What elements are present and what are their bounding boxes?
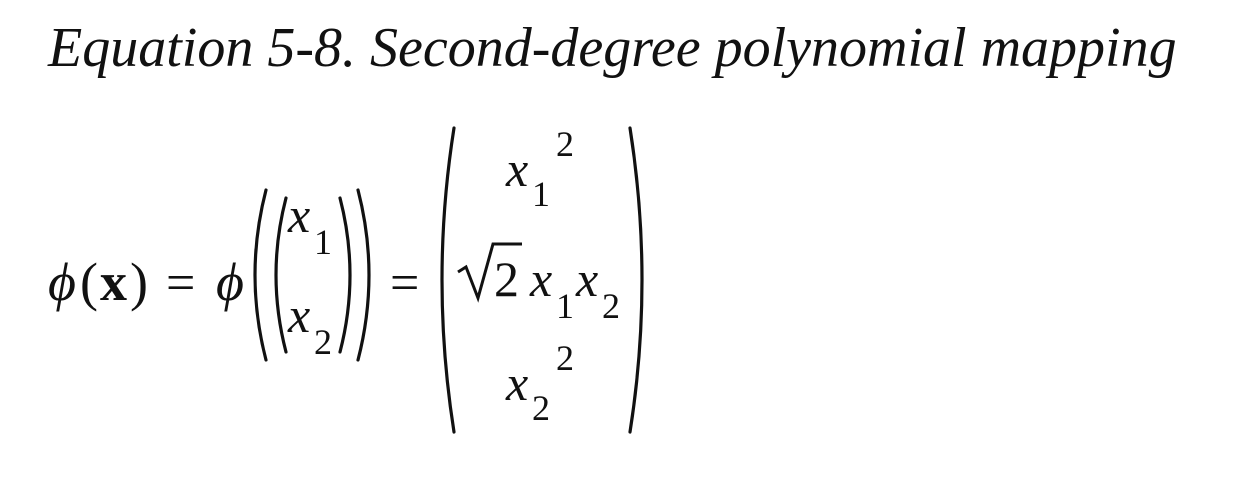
vector-entry-x1-base: x <box>287 187 310 243</box>
equation-caption: Equation 5-8. Second-degree polynomial m… <box>48 12 1177 84</box>
lhs-phi-symbol: ϕ <box>48 252 76 312</box>
rhs-row1-subscript: 1 <box>532 174 550 214</box>
equation-title: Second-degree polynomial mapping <box>369 17 1177 79</box>
rhs-row3-x-base: x <box>505 355 528 411</box>
lhs-vector-x: x <box>100 252 127 312</box>
rhs-row2-term1-subscript: 1 <box>556 286 574 326</box>
sqrt-radicand: 2 <box>494 251 519 307</box>
lhs-open-paren: ( <box>80 252 98 312</box>
rhs-row2-term1-x-base: x <box>529 251 552 307</box>
rhs-row2-term2-subscript: 2 <box>602 286 620 326</box>
middle-phi-symbol: ϕ <box>216 252 244 312</box>
sqrt-radical-sign <box>457 242 522 303</box>
vector-entry-x2-subscript: 2 <box>314 322 332 362</box>
middle-expression: ϕ x 1 x 2 <box>216 187 371 362</box>
rhs-row3-superscript: 2 <box>556 338 574 378</box>
vector-entry-x2-base: x <box>287 287 310 343</box>
outer-right-paren <box>356 188 371 362</box>
rhs-row1-superscript: 2 <box>556 124 574 164</box>
lhs-expression: ϕ ( x ) <box>48 252 148 312</box>
inner-right-paren <box>338 196 352 354</box>
rhs-expression: x 1 2 2 x 1 x 2 x 2 2 <box>440 124 644 434</box>
equals-sign-2: = <box>390 255 419 312</box>
equals-sign-1: = <box>166 255 195 312</box>
rhs-left-paren <box>440 126 456 434</box>
inner-left-paren <box>274 196 288 354</box>
equation-number: Equation 5-8. <box>48 17 356 79</box>
rhs-row1-x-base: x <box>505 141 528 197</box>
lhs-close-paren: ) <box>130 252 148 312</box>
rhs-row2-term2-x-base: x <box>575 251 598 307</box>
rhs-row3-subscript: 2 <box>532 388 550 428</box>
vector-entry-x1-subscript: 1 <box>314 222 332 262</box>
rhs-right-paren <box>628 126 644 434</box>
outer-left-paren <box>253 188 268 362</box>
